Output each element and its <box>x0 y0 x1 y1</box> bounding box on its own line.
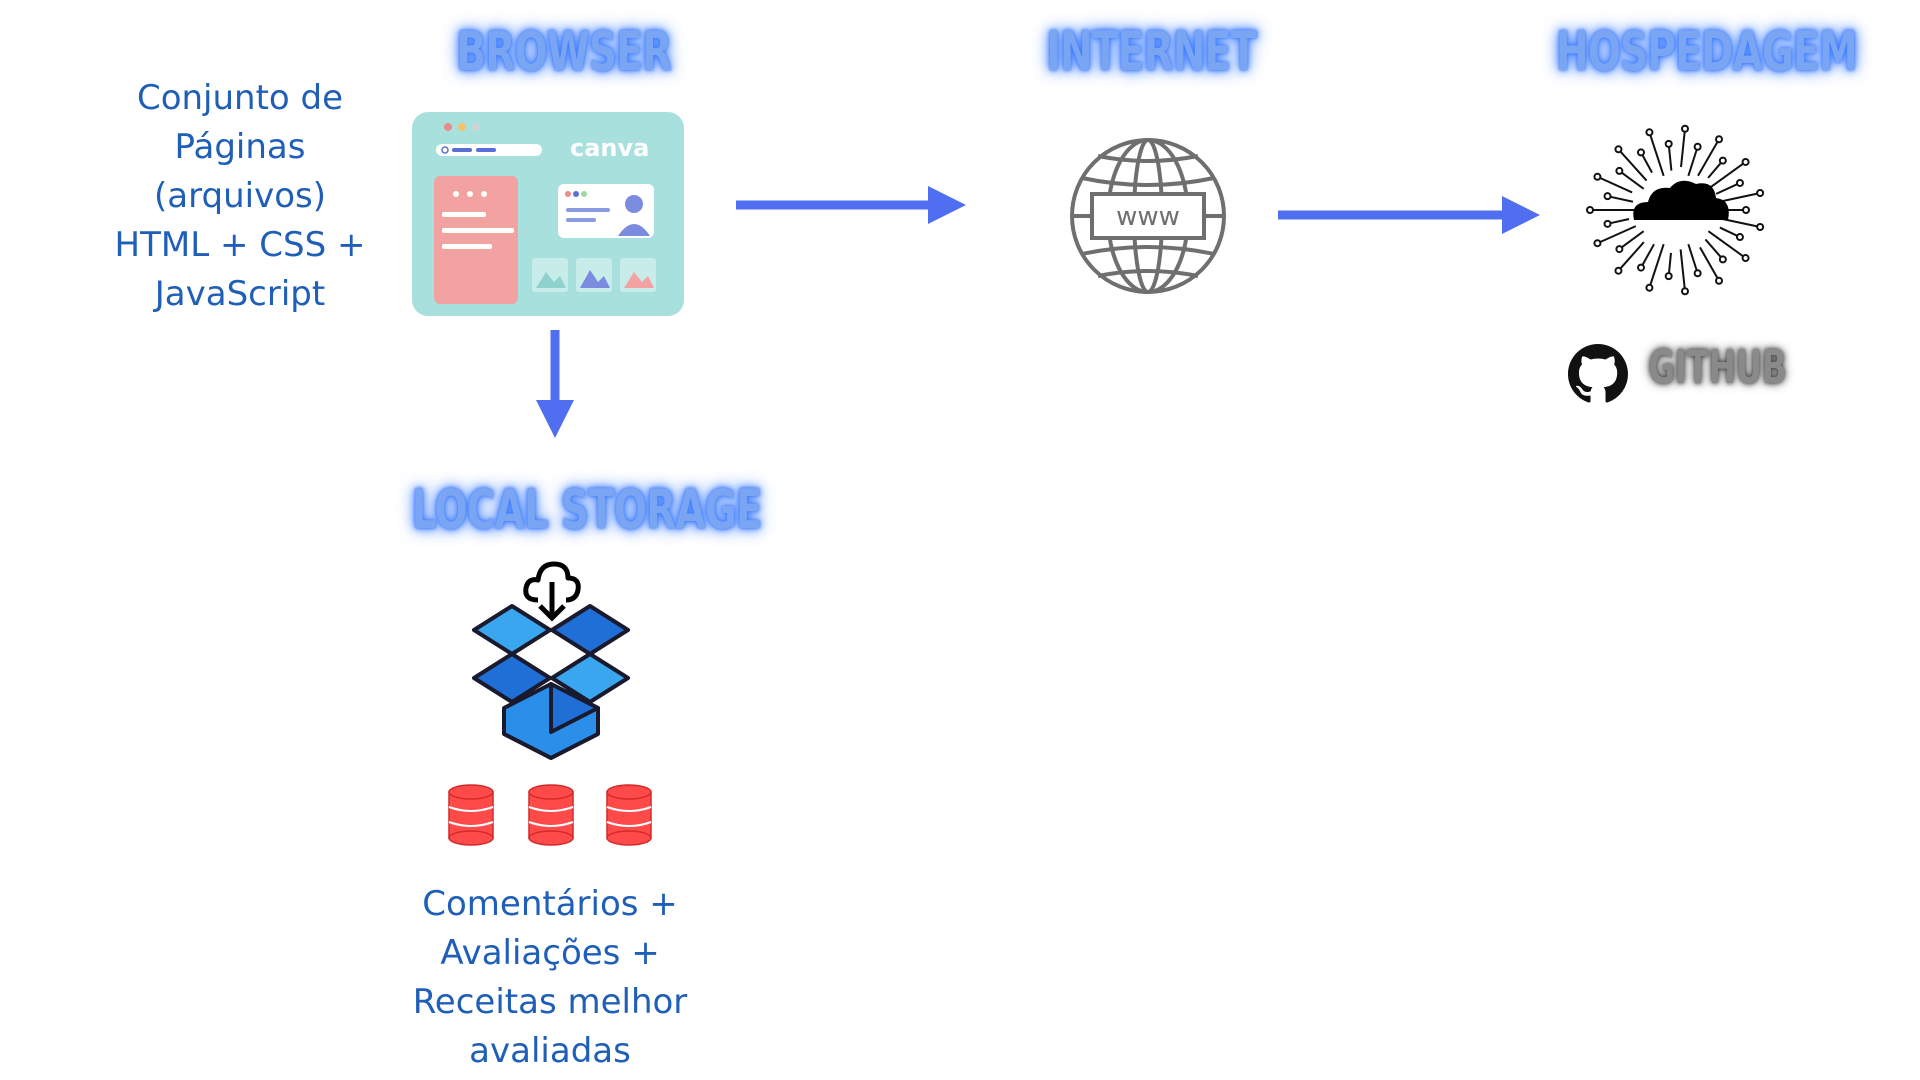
network-node <box>1615 245 1624 254</box>
network-ray <box>1617 148 1648 182</box>
network-ray <box>1680 128 1686 168</box>
network-ray <box>1707 230 1747 259</box>
network-node <box>1586 206 1594 214</box>
network-node <box>1614 266 1623 275</box>
network-ray <box>1597 175 1633 194</box>
canva-logo-text: canva <box>570 134 649 162</box>
network-ray <box>1707 161 1747 190</box>
network-node <box>1715 135 1723 144</box>
heading-hosting: HOSPEDAGEM <box>1556 20 1858 83</box>
network-node <box>1741 254 1750 263</box>
network-node <box>1718 255 1727 264</box>
dropbox-icon <box>472 604 630 760</box>
network-node <box>1715 276 1723 285</box>
globe-www-icon: www <box>1070 138 1226 294</box>
network-ray <box>1687 243 1699 274</box>
arrow-browser-to-internet <box>736 186 966 224</box>
network-ray <box>1648 243 1665 289</box>
globe-www-label: www <box>1116 202 1180 232</box>
network-ray <box>1617 241 1645 272</box>
network-node <box>1735 178 1744 187</box>
network-node <box>1603 219 1612 228</box>
network-ray <box>1704 238 1724 261</box>
network-node <box>1756 189 1765 198</box>
network-node <box>1593 172 1602 181</box>
heading-local-storage: LOCAL STORAGE <box>411 478 763 541</box>
network-ray <box>1679 249 1686 292</box>
cloud-download-icon <box>523 561 581 622</box>
database-icon <box>448 784 494 846</box>
network-node <box>1742 206 1750 214</box>
heading-browser: BROWSER <box>456 20 672 83</box>
network-node <box>1741 157 1750 166</box>
network-ray <box>1687 146 1699 177</box>
network-node <box>1664 139 1673 148</box>
network-node <box>1735 233 1744 242</box>
network-node <box>1718 156 1727 165</box>
network-ray <box>1722 192 1761 202</box>
network-ray <box>1618 230 1645 250</box>
network-ray <box>1640 243 1655 269</box>
network-node <box>1615 166 1624 175</box>
network-ray <box>1618 170 1645 190</box>
network-node <box>1693 269 1702 278</box>
network-ray <box>1699 246 1720 282</box>
network-node <box>1603 192 1612 201</box>
network-node <box>1680 287 1689 296</box>
network-node <box>1637 263 1645 272</box>
network-ray <box>1597 225 1637 245</box>
network-node <box>1637 148 1645 157</box>
arrow-browser-to-storage <box>536 330 574 438</box>
network-node <box>1645 128 1654 137</box>
arrow-internet-to-hosting <box>1278 196 1540 234</box>
database-icon <box>528 784 574 846</box>
network-node <box>1680 124 1689 133</box>
network-node <box>1593 239 1602 248</box>
network-ray <box>1667 143 1673 171</box>
network-node <box>1614 145 1623 154</box>
network-node <box>1664 272 1673 281</box>
network-ray <box>1648 131 1665 177</box>
network-ray <box>1715 182 1741 195</box>
network-node <box>1645 283 1654 292</box>
browser-window-icon: canva <box>412 112 684 316</box>
network-node <box>1693 142 1702 151</box>
network-node <box>1756 222 1765 231</box>
network-ray <box>1607 195 1634 203</box>
network-ray <box>1697 138 1720 177</box>
heading-github: GITHUB <box>1648 340 1787 394</box>
cloud-network-icon <box>1586 124 1765 296</box>
storage-description: Comentários + Avaliações + Receitas melh… <box>412 884 688 1071</box>
heading-internet: INTERNET <box>1046 20 1257 83</box>
database-icon <box>606 784 652 846</box>
pages-description: Conjunto de Páginas (arquivos) HTML + CS… <box>114 78 366 314</box>
github-icon <box>1568 344 1628 403</box>
